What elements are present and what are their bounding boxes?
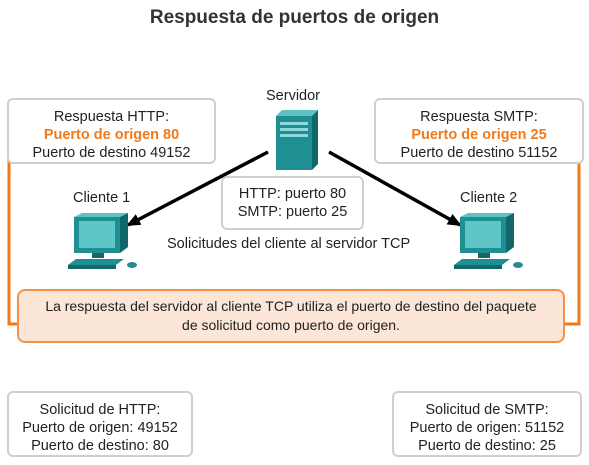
http-request-dest-port: Puerto de destino: 80: [31, 438, 169, 454]
smtp-request-source-port: Puerto de origen: 51152: [409, 420, 565, 436]
page-title: Respuesta de puertos de origen: [149, 7, 440, 28]
note-line-2: de solicitud como puerto de origen.: [182, 317, 400, 333]
smtp-request-heading: Solicitud de SMTP:: [425, 402, 549, 418]
http-request-heading: Solicitud de HTTP:: [39, 402, 161, 418]
server-to-client2-arrow: [328, 150, 462, 227]
http-response-box: Respuesta HTTP: Puerto de origen 80 Puer…: [7, 98, 216, 164]
requests-caption: Solicitudes del cliente al servidor TCP: [167, 236, 411, 252]
smtp-request-box: Solicitud de SMTP: Puerto de origen: 511…: [392, 391, 582, 457]
http-response-source-port: Puerto de origen 80: [43, 127, 180, 143]
smtp-response-box: Respuesta SMTP: Puerto de origen 25 Puer…: [374, 98, 584, 164]
note-line-1: La respuesta del servidor al cliente TCP…: [45, 298, 537, 314]
server-ports-box: HTTP: puerto 80 SMTP: puerto 25: [221, 176, 364, 230]
explanation-note: La respuesta del servidor al cliente TCP…: [17, 289, 565, 343]
client1-computer-icon: [68, 213, 137, 269]
server-http-port: HTTP: puerto 80: [238, 186, 347, 202]
server-label: Servidor: [266, 88, 320, 104]
http-request-source-port: Puerto de origen: 49152: [22, 420, 178, 436]
smtp-response-source-port: Puerto de origen 25: [411, 127, 547, 143]
http-response-heading: Respuesta HTTP:: [53, 109, 170, 125]
client2-label: Cliente 2: [460, 190, 518, 206]
smtp-response-heading: Respuesta SMTP:: [420, 109, 538, 125]
server-to-client1-arrow: [126, 150, 269, 227]
smtp-response-dest-port: Puerto de destino 51152: [400, 145, 558, 161]
client1-label: Cliente 1: [73, 190, 131, 206]
http-request-box: Solicitud de HTTP: Puerto de origen: 491…: [7, 391, 193, 457]
client2-computer-icon: [454, 213, 523, 269]
smtp-request-dest-port: Puerto de destino: 25: [418, 438, 556, 454]
http-response-dest-port: Puerto de destino 49152: [32, 145, 191, 161]
server-icon: [276, 110, 318, 170]
server-smtp-port: SMTP: puerto 25: [237, 204, 348, 220]
